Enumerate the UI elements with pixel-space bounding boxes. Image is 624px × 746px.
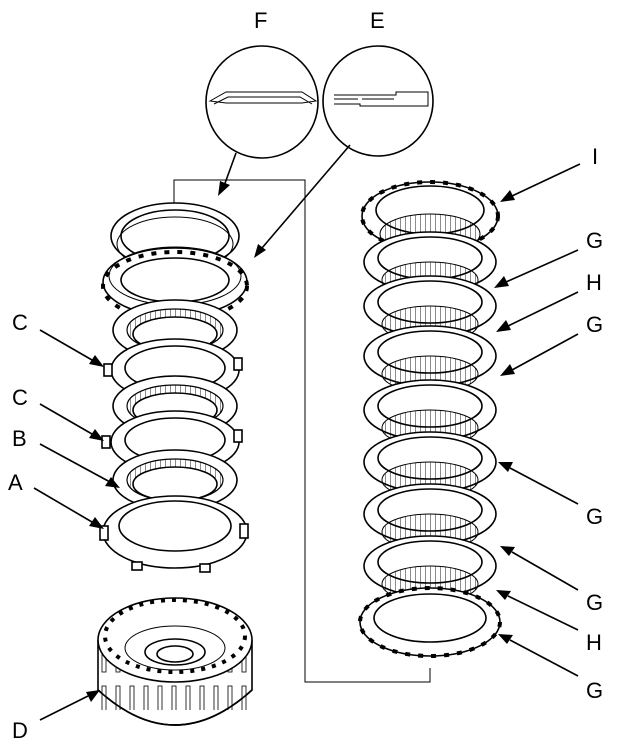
label-b: B [12, 426, 27, 451]
label-h-1: H [586, 270, 602, 295]
label-d: D [12, 718, 28, 743]
detail-view-e [322, 45, 434, 157]
label-g-4: G [586, 590, 603, 615]
clutch-drum-d [97, 597, 253, 726]
label-a: A [8, 470, 23, 495]
end-plate-a [99, 495, 249, 573]
plate-g-6 [358, 586, 502, 658]
label-c-upper: C [12, 310, 28, 335]
left-leaders [33, 329, 120, 721]
label-g-2: G [586, 312, 603, 337]
plate-g-1 [363, 231, 497, 299]
right-leaders [494, 163, 581, 677]
plate-h-1 [363, 275, 497, 343]
stack-link-bracket [173, 179, 431, 683]
label-h-2: H [586, 630, 602, 655]
detail-view-f [205, 45, 319, 159]
label-c-lower: C [12, 385, 28, 410]
friction-disc-b [112, 449, 238, 511]
detail-leaders [218, 144, 351, 258]
left-clutch-stack [99, 202, 249, 573]
label-f: F [254, 8, 267, 33]
right-clutch-stack [358, 180, 502, 658]
label-e: E [370, 8, 385, 33]
label-g-3: G [586, 504, 603, 529]
plate-h-2 [363, 535, 497, 603]
label-g-5: G [586, 678, 603, 703]
label-i: I [592, 144, 598, 169]
label-g-1: G [586, 228, 603, 253]
